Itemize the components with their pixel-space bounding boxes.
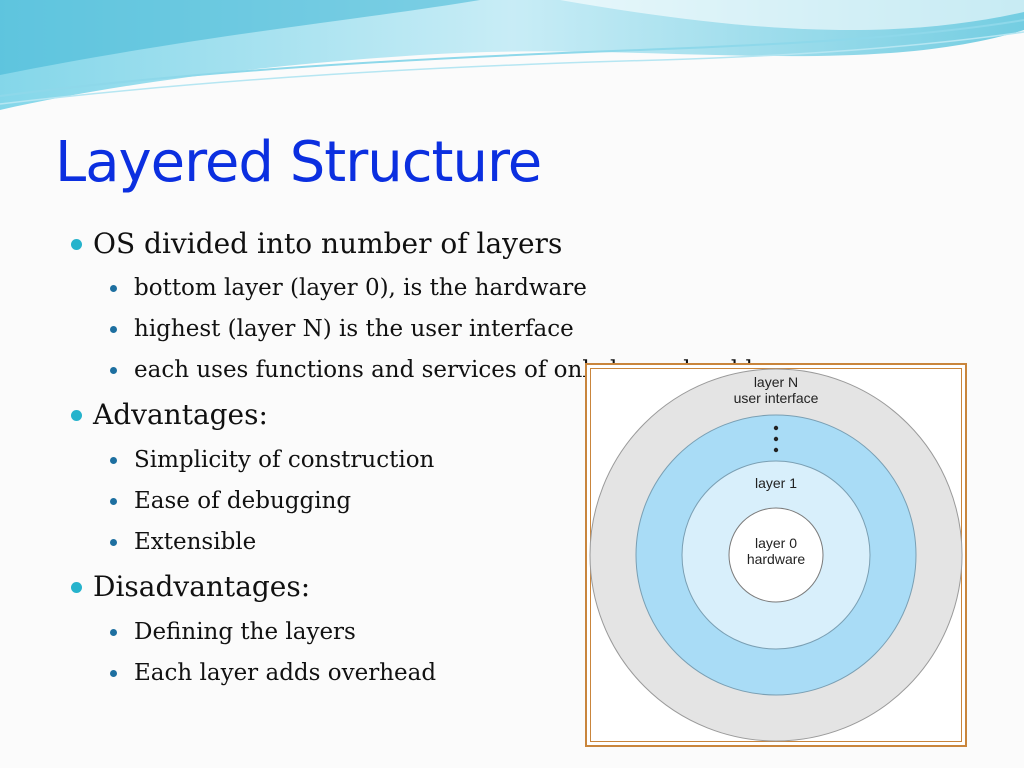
bullet-item: Advantages: bbox=[71, 398, 268, 431]
bullet-text: Advantages: bbox=[93, 398, 268, 431]
bullet-icon bbox=[110, 629, 117, 636]
bullet-icon bbox=[110, 326, 117, 333]
bullet-text: OS divided into number of layers bbox=[93, 227, 563, 260]
bullet-icon bbox=[110, 367, 117, 374]
sub-bullet-item: Ease of debugging bbox=[110, 487, 352, 515]
sub-bullet-text: Each layer adds overhead bbox=[134, 660, 437, 686]
slide-title: Layered Structure bbox=[55, 130, 542, 195]
bullet-icon bbox=[110, 539, 117, 546]
sub-bullet-item: Simplicity of construction bbox=[110, 446, 435, 474]
center-label-line1: layer 0 bbox=[755, 535, 797, 551]
bullet-icon bbox=[71, 239, 82, 250]
layered-structure-diagram: layer N user interface layer 1 layer 0 h… bbox=[585, 363, 967, 747]
sub-bullet-item: highest (layer N) is the user interface bbox=[110, 315, 574, 343]
header-wave-decoration bbox=[0, 0, 1024, 110]
bullet-icon bbox=[110, 498, 117, 505]
sub-bullet-text: bottom layer (layer 0), is the hardware bbox=[134, 275, 587, 301]
bullet-icon bbox=[71, 410, 82, 421]
center-label-line2: hardware bbox=[747, 551, 806, 567]
sub-bullet-text: Ease of debugging bbox=[134, 488, 352, 514]
bullet-item: Disadvantages: bbox=[71, 570, 311, 603]
middle-label: layer 1 bbox=[755, 475, 797, 491]
ring-layer-0 bbox=[728, 507, 824, 603]
sub-bullet-item: bottom layer (layer 0), is the hardware bbox=[110, 274, 587, 302]
sub-bullet-item: Defining the layers bbox=[110, 618, 356, 646]
ellipsis-dot bbox=[773, 447, 779, 453]
bullet-item: OS divided into number of layers bbox=[71, 227, 563, 260]
sub-bullet-text: Defining the layers bbox=[134, 619, 356, 645]
bullet-text: Disadvantages: bbox=[93, 570, 311, 603]
sub-bullet-text: Simplicity of construction bbox=[134, 447, 435, 473]
concentric-rings: layer N user interface layer 1 layer 0 h… bbox=[589, 368, 963, 742]
outer-label-line1: layer N bbox=[754, 374, 798, 390]
sub-bullet-text: Extensible bbox=[134, 529, 257, 555]
sub-bullet-text: highest (layer N) is the user interface bbox=[134, 316, 574, 342]
bullet-icon bbox=[110, 457, 117, 464]
sub-bullet-item: Each layer adds overhead bbox=[110, 659, 437, 687]
bullet-icon bbox=[110, 670, 117, 677]
ellipsis-dot bbox=[773, 436, 779, 442]
ellipsis-dot bbox=[773, 425, 779, 431]
outer-label-line2: user interface bbox=[734, 390, 819, 406]
bullet-icon bbox=[71, 582, 82, 593]
bullet-icon bbox=[110, 285, 117, 292]
sub-bullet-item: Extensible bbox=[110, 528, 257, 556]
